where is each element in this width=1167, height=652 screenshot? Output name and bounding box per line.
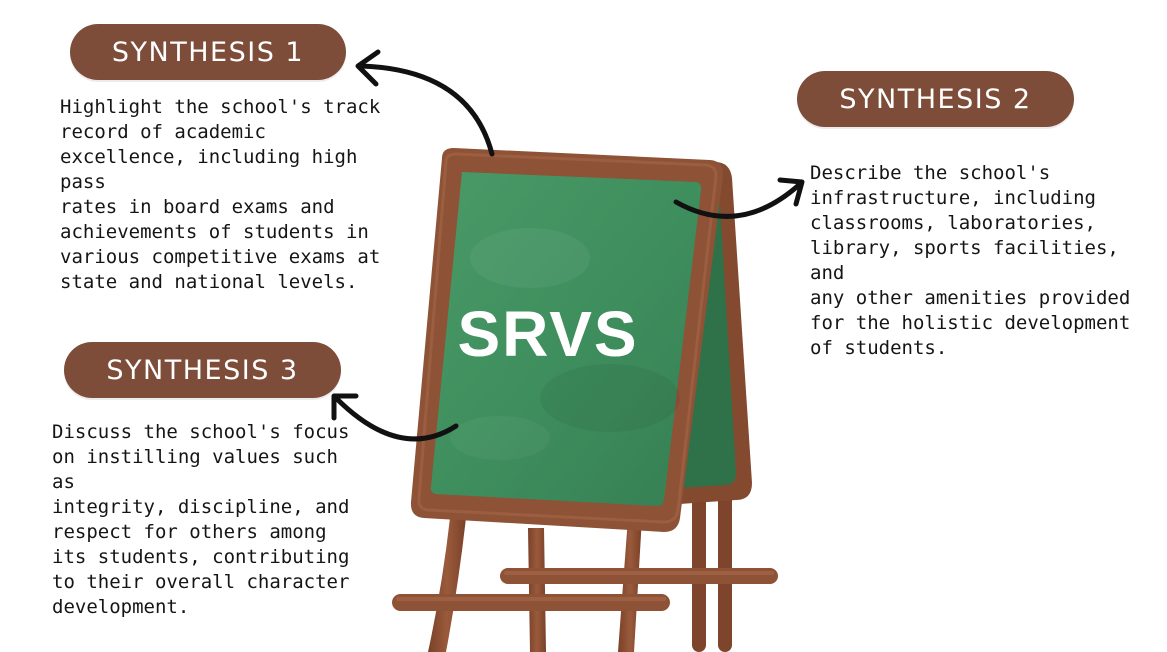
easel-illustration: SRVS [392, 148, 778, 652]
chalkboard [430, 172, 702, 506]
easel-crossbars [392, 568, 778, 611]
synthesis-2-title: SYNTHESIS 2 [797, 71, 1074, 127]
easel-front-legs [428, 518, 642, 652]
board-label: SRVS [457, 298, 638, 370]
arrowhead-synthesis-1 [355, 49, 381, 87]
synthesis-1-title: SYNTHESIS 1 [70, 24, 346, 80]
arrowhead-synthesis-3 [331, 393, 359, 421]
synthesis-3-title: SYNTHESIS 3 [64, 342, 341, 398]
synthesis-1-description: Highlight the school's track record of a… [60, 96, 381, 293]
synthesis-3-description: Discuss the school's focus on instilling… [52, 421, 350, 618]
synthesis-2-description: Describe the school's infrastructure, in… [810, 162, 1131, 359]
